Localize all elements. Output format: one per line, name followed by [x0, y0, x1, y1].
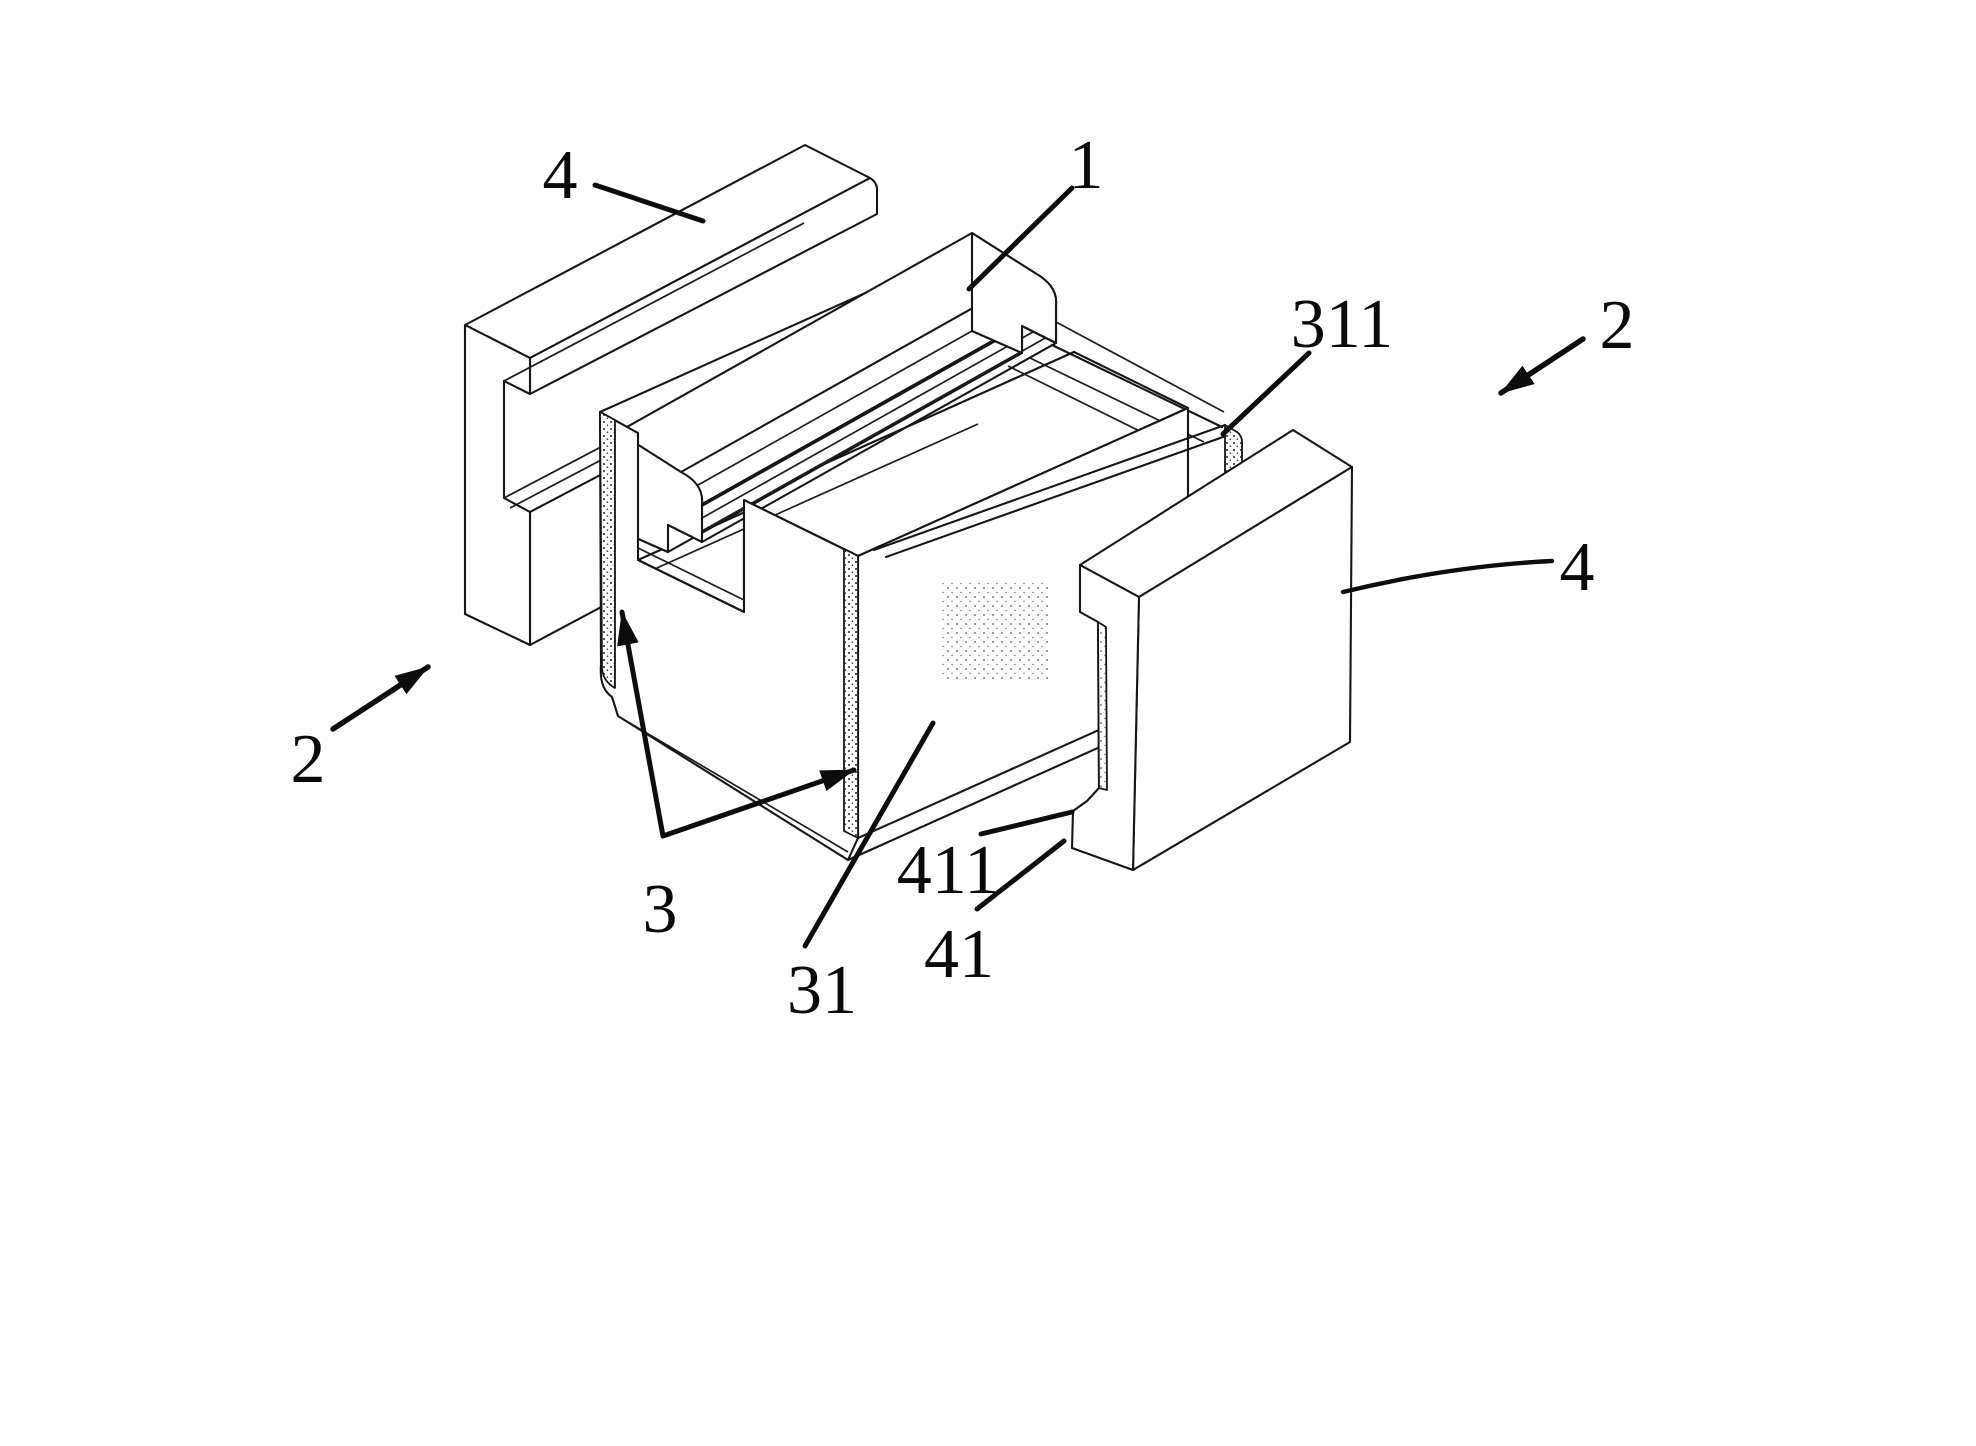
spacer-plate-top-edge — [872, 423, 1227, 552]
left-plate-channel-web-top-edge — [503, 222, 805, 382]
solder-layer-left — [599, 411, 616, 689]
rail-ridge-line-2 — [701, 331, 1057, 532]
leader-41 — [974, 838, 1067, 912]
mid-block-slot-floor-ridge — [647, 423, 979, 573]
leader-31 — [802, 720, 936, 949]
ref-1: 1 — [1069, 127, 1104, 204]
mid-block-bottom-inner-line — [627, 721, 849, 853]
direction-arrow-2-left — [330, 664, 431, 732]
ref-2-right: 2 — [1600, 287, 1635, 364]
rail-lower-section-top-edge — [1055, 321, 1225, 413]
rail-step-end-face — [970, 231, 1058, 355]
mid-block-notch-inner-line — [637, 547, 745, 601]
spacer-plate-outer-edge — [884, 430, 1239, 559]
ref-4-left: 4 — [543, 137, 578, 214]
ref-2-left: 2 — [291, 721, 326, 798]
left-plate-end-face — [528, 176, 879, 396]
ref-3: 3 — [643, 871, 678, 948]
leader-411 — [978, 809, 1075, 837]
arrow-3-to-left-layer — [617, 609, 666, 839]
right-plate-notch-shading — [1097, 621, 1108, 791]
arrow-3-to-right-layer — [660, 767, 857, 839]
right-clamp-plate — [1070, 428, 1354, 872]
mid-block-side-face-shading — [940, 580, 1050, 680]
ref-41: 41 — [924, 916, 994, 993]
mid-block-front-face — [598, 410, 860, 862]
ref-31: 31 — [787, 952, 857, 1029]
annotations — [330, 182, 1586, 949]
ref-4-right: 4 — [1560, 529, 1595, 606]
mid-block — [598, 406, 1190, 862]
leader-4-right — [1340, 558, 1555, 595]
rail-ridge-line-1 — [701, 318, 1057, 519]
ref-411: 411 — [897, 832, 999, 909]
leader-1 — [966, 185, 1075, 292]
solder-layer-right — [843, 548, 859, 839]
direction-arrow-2-right — [1498, 336, 1586, 396]
ref-311: 311 — [1291, 286, 1393, 363]
leader-311 — [1220, 350, 1312, 437]
reference-numerals: 4 1 311 2 4 2 3 31 411 41 — [291, 127, 1635, 1029]
rail-step-inner-edge — [666, 324, 1024, 527]
rail-lower-section-edge-1 — [1050, 343, 1224, 429]
leader-4-left — [592, 182, 706, 224]
